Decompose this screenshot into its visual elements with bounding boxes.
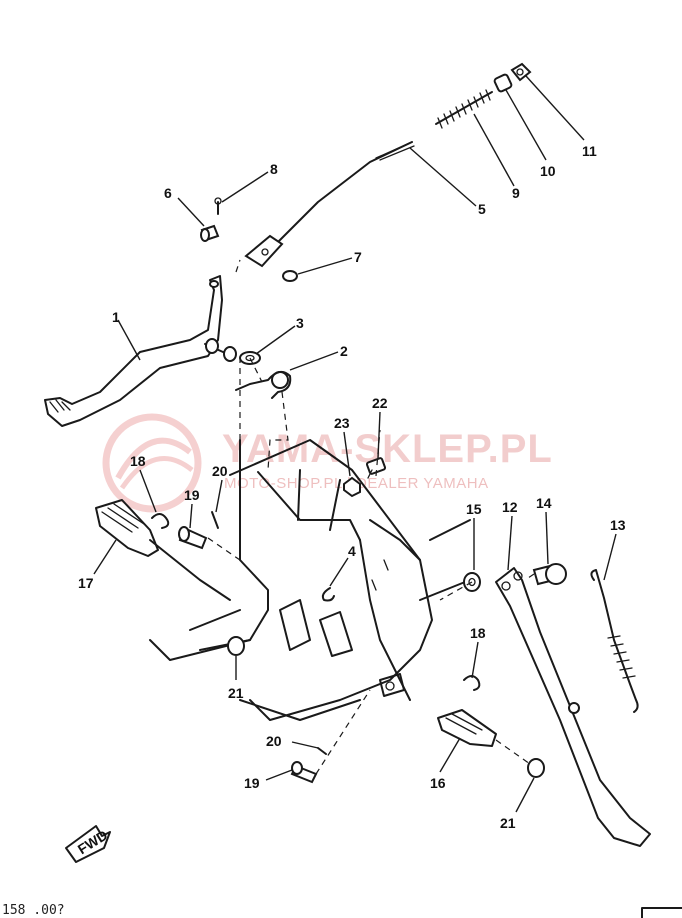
svg-text:10: 10 [540, 163, 556, 179]
callout-19-right: 19 [244, 769, 293, 791]
callout-20-left: 20 [212, 463, 228, 513]
callout-1: 1 [112, 309, 141, 361]
return-spring [235, 370, 292, 399]
svg-text:23: 23 [334, 415, 350, 431]
watermark: YAMA-SKLEP.PL MOTO-SHOP.PL | DEALER YAMA… [102, 413, 553, 513]
svg-text:5: 5 [478, 201, 486, 217]
collar [493, 73, 513, 93]
callout-4: 4 [329, 543, 356, 587]
footer-code: 158 .00? [2, 903, 65, 918]
footrest-left [95, 499, 231, 601]
callout-18-left: 18 [130, 453, 157, 513]
svg-text:21: 21 [228, 685, 244, 701]
forward-direction-arrow: FWD [65, 825, 111, 863]
svg-text:22: 22 [372, 395, 388, 411]
callout-3: 3 [255, 315, 304, 355]
pedal-lever [44, 275, 223, 427]
footrest-pin-left [178, 526, 208, 550]
footrest-pin-right [290, 761, 318, 784]
collar-21-bottom [527, 758, 545, 778]
svg-text:18: 18 [470, 625, 486, 641]
svg-text:7: 7 [354, 249, 362, 265]
clevis-pin [200, 224, 220, 242]
callout-15: 15 [466, 501, 482, 570]
svg-text:17: 17 [78, 575, 94, 591]
corner-mark [641, 907, 682, 918]
cotter-pin-right [317, 747, 327, 755]
callout-12: 12 [502, 499, 518, 571]
callout-16: 16 [430, 737, 461, 791]
callout-7: 7 [297, 249, 362, 275]
cotter-pin-left [211, 511, 219, 529]
callout-13: 13 [603, 517, 626, 581]
sidestand [495, 567, 651, 847]
svg-text:15: 15 [466, 501, 482, 517]
callout-5: 5 [409, 147, 486, 217]
svg-text:8: 8 [270, 161, 278, 177]
svg-text:12: 12 [502, 499, 518, 515]
svg-text:18: 18 [130, 453, 146, 469]
svg-text:14: 14 [536, 495, 552, 511]
rod-spring [435, 89, 493, 129]
callout-20-right: 20 [266, 733, 319, 749]
svg-text:4: 4 [348, 543, 356, 559]
stand-spring [590, 569, 639, 713]
callout-8: 8 [221, 161, 278, 203]
svg-text:2: 2 [340, 343, 348, 359]
callout-9: 9 [473, 113, 520, 201]
svg-text:1: 1 [112, 309, 120, 325]
callout-2: 2 [289, 343, 348, 371]
callout-18-right: 18 [470, 625, 486, 679]
svg-text:19: 19 [184, 487, 200, 503]
cotter-pin [214, 197, 222, 215]
assembly-lines [207, 259, 535, 775]
svg-text:6: 6 [164, 185, 172, 201]
svg-text:20: 20 [266, 733, 282, 749]
frame [149, 439, 471, 721]
washer-7 [282, 270, 298, 282]
svg-text:20: 20 [212, 463, 228, 479]
nut-23 [343, 476, 361, 498]
watermark-brand: YAMA-SKLEP.PL [222, 427, 553, 471]
callout-22: 22 [372, 395, 388, 459]
adjusting-nut [510, 62, 532, 82]
bolt-14 [532, 563, 567, 586]
footrest-right [437, 709, 497, 747]
footrest-spring-left [151, 513, 170, 529]
callout-14: 14 [536, 495, 552, 565]
callout-10: 10 [505, 89, 556, 179]
callout-11: 11 [525, 75, 597, 159]
svg-text:3: 3 [296, 315, 304, 331]
callout-21-right: 21 [500, 777, 535, 831]
bolt-22 [365, 457, 387, 479]
footrest-spring-right [463, 675, 481, 691]
svg-text:9: 9 [512, 185, 520, 201]
callout-17: 17 [78, 539, 117, 591]
clip-4 [321, 587, 335, 602]
svg-text:13: 13 [610, 517, 626, 533]
svg-text:11: 11 [582, 143, 597, 159]
callout-6: 6 [164, 185, 205, 227]
callout-21-left: 21 [228, 656, 244, 701]
svg-text:19: 19 [244, 775, 260, 791]
svg-text:16: 16 [430, 775, 446, 791]
brake-rod [244, 141, 415, 268]
svg-text:21: 21 [500, 815, 516, 831]
callout-19-left: 19 [184, 487, 200, 529]
collar-21-top [227, 636, 245, 656]
callout-23: 23 [334, 415, 351, 477]
